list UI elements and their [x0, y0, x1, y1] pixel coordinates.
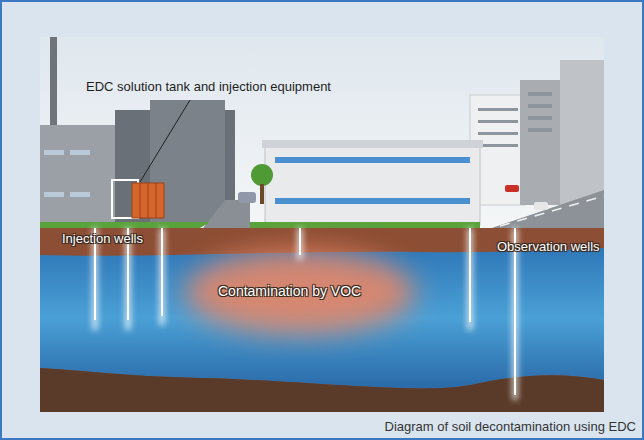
- well-label: Observation wells: [497, 240, 600, 255]
- caption: Diagram of soil decontamination using ED…: [385, 420, 636, 435]
- well-label: Injection wells: [62, 232, 143, 247]
- callout-label: EDC solution tank and injection equipmen…: [86, 80, 331, 95]
- region-label: Contamination by VOC: [218, 283, 361, 299]
- leader-line: [140, 100, 190, 182]
